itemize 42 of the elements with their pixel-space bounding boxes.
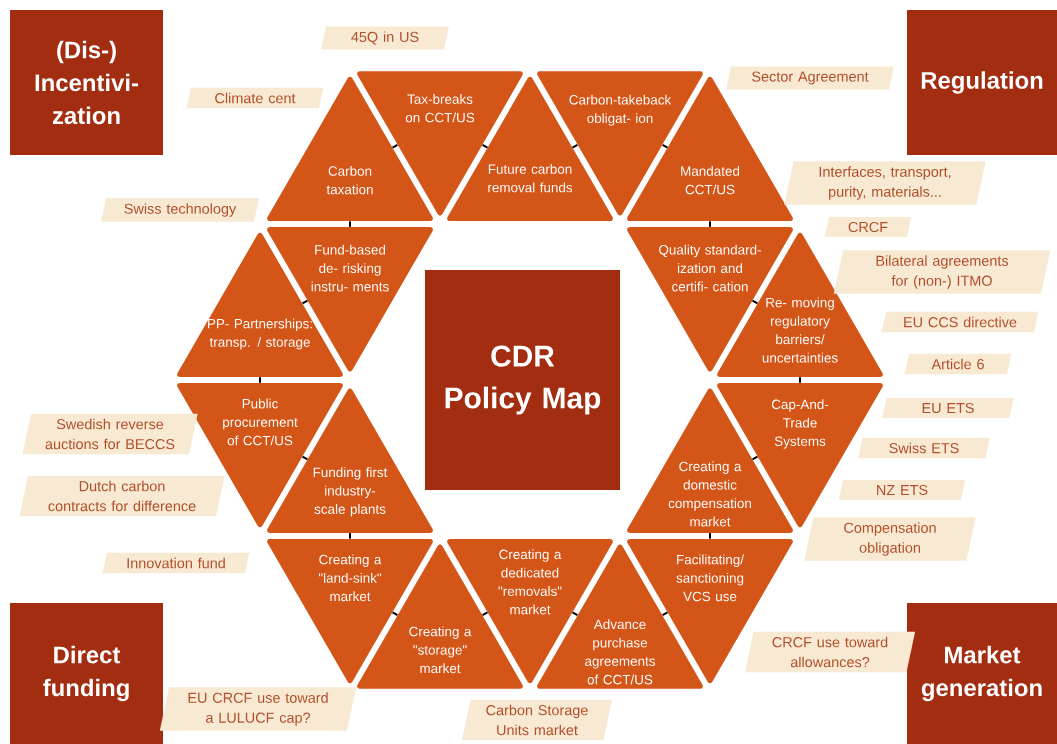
example-tag: EU CCS directive xyxy=(881,311,1039,333)
example-tag: Dutch carbon contracts for difference xyxy=(19,475,225,517)
connector xyxy=(799,376,801,384)
connector xyxy=(661,143,669,149)
connector xyxy=(709,532,711,540)
example-tag: EU ETS xyxy=(882,397,1014,419)
connector xyxy=(259,376,261,384)
connector xyxy=(481,143,489,149)
connector xyxy=(301,299,309,305)
category-box: Regulation xyxy=(907,10,1057,155)
connector xyxy=(301,455,309,461)
category-box: Market generation xyxy=(907,603,1057,744)
title-box: CDR Policy Map xyxy=(425,270,620,490)
connector xyxy=(349,220,351,228)
connector xyxy=(391,611,399,617)
connector xyxy=(571,611,579,617)
connector xyxy=(751,299,759,305)
example-tag: Interfaces, transport, purity, materials... xyxy=(784,161,986,205)
example-tag: Swedish reverse auctions for BECCS xyxy=(22,413,198,455)
connector xyxy=(751,455,759,461)
example-tag: Sector Agreement xyxy=(726,66,894,90)
connector xyxy=(481,611,489,617)
example-tag: EU CRCF use toward a LULUCF cap? xyxy=(159,687,357,731)
connector xyxy=(349,532,351,540)
connector xyxy=(391,143,399,149)
example-tag: NZ ETS xyxy=(838,479,966,501)
example-tag: Climate cent xyxy=(186,87,324,109)
connector xyxy=(571,143,579,149)
connector xyxy=(661,611,669,617)
example-tag: Article 6 xyxy=(904,353,1012,375)
example-tag: Swiss ETS xyxy=(858,437,990,459)
example-tag: Compensation obligation xyxy=(804,517,976,561)
example-tag: 45Q in US xyxy=(321,26,449,50)
connector xyxy=(709,220,711,228)
example-tag: CRCF xyxy=(824,216,912,238)
example-tag: CRCF use toward allowances? xyxy=(744,631,916,673)
example-tag: Swiss technology xyxy=(101,198,259,222)
example-tag: Innovation fund xyxy=(102,552,250,574)
category-box: Direct funding xyxy=(10,603,163,744)
example-tag: Carbon Storage Units market xyxy=(461,699,613,741)
category-box: (Dis-) Incentivi- zation xyxy=(10,10,163,155)
example-tag: Bilateral agreements for (non-) ITMO xyxy=(833,250,1051,294)
